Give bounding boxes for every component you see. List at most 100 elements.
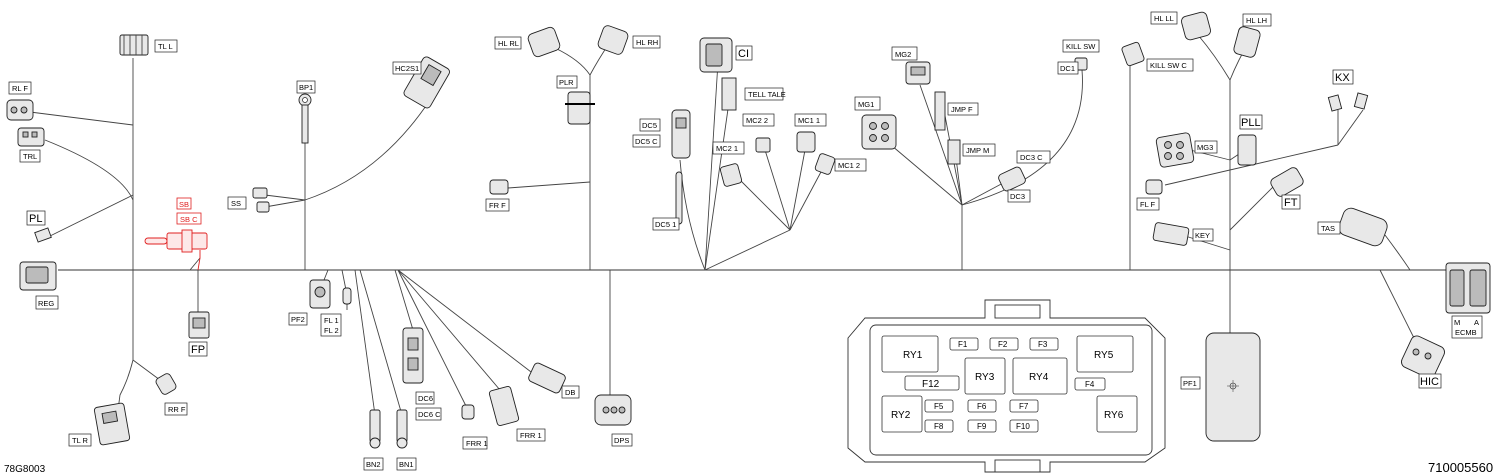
label-pf2: PF2 <box>291 315 305 324</box>
connector-icon <box>597 25 629 55</box>
connector-icon <box>796 131 816 153</box>
connector-icon <box>93 402 131 446</box>
fuse-label: F7 <box>1019 402 1029 411</box>
label-m: M <box>1454 318 1460 327</box>
connector-labels: TL L RL F TRL PL REG SB SB C FP TL R RR … <box>8 11 1483 471</box>
connector-icon <box>1233 26 1261 58</box>
connector-icon <box>461 404 475 420</box>
label-ci: CI <box>738 48 749 60</box>
label-hl-rl: HL RL <box>498 39 519 48</box>
label-kill-sw-c: KILL SW C <box>1150 61 1187 70</box>
connector-icon <box>402 327 424 384</box>
label-sb: SB <box>179 200 189 209</box>
label-hl-ll: HL LL <box>1154 14 1174 23</box>
fuse-label: F1 <box>958 340 968 349</box>
connector-icon <box>675 171 683 225</box>
connector-icon <box>342 287 352 305</box>
fuse-label: F2 <box>998 340 1008 349</box>
label-frr1-b: FRR 1 <box>520 431 542 440</box>
label-bp1: BP1 <box>299 83 313 92</box>
label-plr: PLR <box>559 78 574 87</box>
label-dc1: DC1 <box>1060 64 1075 73</box>
connector-icon <box>721 77 737 111</box>
connector-icon <box>1445 262 1491 314</box>
label-fl2: FL 2 <box>324 326 339 335</box>
connector-icon <box>34 227 52 243</box>
fuse-label: F9 <box>977 422 987 431</box>
relay-label: RY4 <box>1029 372 1049 383</box>
label-dc5: DC5 <box>642 121 657 130</box>
label-dc3-c: DC3 C <box>1020 153 1043 162</box>
ring-terminal-icon <box>298 93 312 144</box>
connector-icon <box>934 91 946 131</box>
label-key: KEY <box>1195 231 1210 240</box>
label-dps: DPS <box>614 436 629 445</box>
label-pl: PL <box>29 213 42 225</box>
fuse-label: F10 <box>1016 422 1030 431</box>
connector-icon <box>1155 132 1195 168</box>
connector-icon <box>1152 222 1190 246</box>
fuse-label: F3 <box>1038 340 1048 349</box>
connector-icon <box>947 139 961 165</box>
connector-shapes <box>6 11 1491 449</box>
connector-icon <box>144 229 208 271</box>
connector-icon <box>594 394 632 426</box>
ring-terminal-icon <box>369 409 381 449</box>
connector-icon <box>488 385 520 427</box>
connector-icon <box>699 37 733 73</box>
label-mc2-1: MC2 1 <box>716 144 738 153</box>
connector-icon <box>998 166 1026 192</box>
connector-icon <box>1270 167 1304 197</box>
label-mc2-2: MC2 2 <box>746 116 768 125</box>
fuse-box-labels: RY1 RY2 RY3 RY4 RY5 RY6 F1 F2 F3 F4 F5 F… <box>891 340 1124 431</box>
label-dc5-1: DC5 1 <box>655 220 676 229</box>
relay-label: RY1 <box>903 350 923 361</box>
label-kx: KX <box>1335 72 1350 84</box>
label-tl-l: TL L <box>158 42 173 51</box>
label-mc1-1: MC1 1 <box>798 116 820 125</box>
document-code-left: 78G8003 <box>4 464 46 475</box>
connector-icon <box>1181 11 1211 41</box>
relay-label: RY3 <box>975 372 995 383</box>
connector-icon <box>1145 179 1163 195</box>
label-mg1: MG1 <box>858 100 874 109</box>
label-db: DB <box>565 388 575 397</box>
label-dc5-c: DC5 C <box>635 137 658 146</box>
connector-icon <box>1401 335 1445 379</box>
label-pll: PLL <box>1241 117 1261 129</box>
label-mc1-2: MC1 2 <box>838 161 860 170</box>
connector-icon <box>671 109 691 159</box>
connector-icon <box>528 362 566 394</box>
fuse-label: F12 <box>922 379 940 390</box>
label-tell-tale: TELL TALE <box>748 90 786 99</box>
label-fl1: FL 1 <box>324 316 339 325</box>
connector-icon <box>252 187 270 213</box>
label-ecmb: ECMB <box>1455 328 1477 337</box>
label-trl: TRL <box>23 152 37 161</box>
label-rl-f: RL F <box>12 84 28 93</box>
connector-icon <box>1205 332 1261 442</box>
label-ft: FT <box>1284 197 1298 209</box>
label-frr1-a: FRR 1 <box>466 439 488 448</box>
connector-icon <box>309 279 331 309</box>
label-hic: HIC <box>1420 376 1439 388</box>
label-dc6-c: DC6 C <box>418 410 441 419</box>
relay-label: RY2 <box>891 410 911 421</box>
fuse-box-icon <box>847 299 1166 473</box>
connector-icon <box>565 91 595 125</box>
connector-icon <box>719 163 743 187</box>
relay-label: RY5 <box>1094 350 1114 361</box>
fuse-label: F4 <box>1085 380 1095 389</box>
label-mg3: MG3 <box>1197 143 1213 152</box>
label-bn1: BN1 <box>399 460 414 469</box>
connector-icon <box>6 99 34 121</box>
document-code-right: 710005560 <box>1428 460 1493 475</box>
connector-icon <box>527 26 561 58</box>
connector-icon <box>188 311 210 339</box>
connector-icon <box>17 127 45 147</box>
label-fp: FP <box>191 344 205 356</box>
label-fl-f: FL F <box>1140 200 1156 209</box>
label-sb-c: SB C <box>180 215 198 224</box>
ring-terminal-icon <box>396 409 408 449</box>
